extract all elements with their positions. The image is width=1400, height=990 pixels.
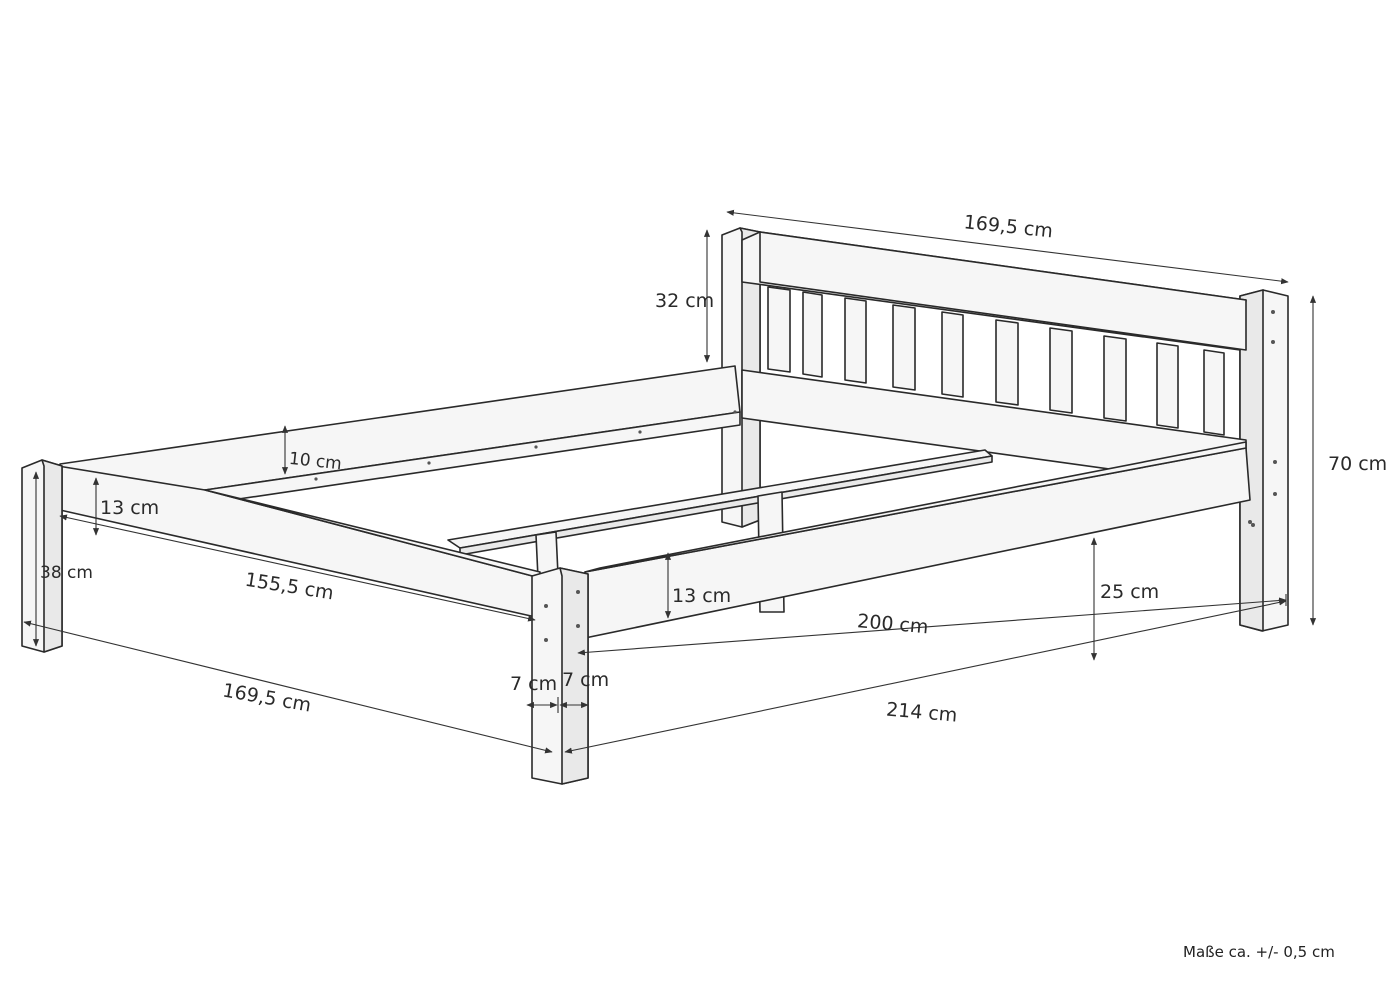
label-inner-width: 155,5 cm xyxy=(243,569,335,605)
label-total-height: 70 cm xyxy=(1328,453,1387,475)
label-clearance-height: 25 cm xyxy=(1100,581,1159,603)
label-headboard-panel-height: 32 cm xyxy=(655,290,714,312)
label-outer-length: 214 cm xyxy=(885,699,958,727)
tolerance-note: Maße ca. +/- 0,5 cm xyxy=(1183,943,1335,961)
label-side-rail-height: 13 cm xyxy=(672,585,731,607)
label-foot-rail-height: 13 cm xyxy=(100,497,159,519)
headboard-slats xyxy=(767,286,1225,436)
dimension-lines xyxy=(23,209,1317,754)
label-inner-length: 200 cm xyxy=(856,610,929,638)
label-leg-width-a: 7 cm xyxy=(510,673,557,695)
label-leg-width-b: 7 cm xyxy=(562,669,609,691)
label-leg-height: 38 cm xyxy=(40,563,93,583)
label-outer-width: 169,5 cm xyxy=(221,679,313,716)
foot-post-left xyxy=(21,459,63,653)
label-headboard-width: 169,5 cm xyxy=(963,211,1054,242)
